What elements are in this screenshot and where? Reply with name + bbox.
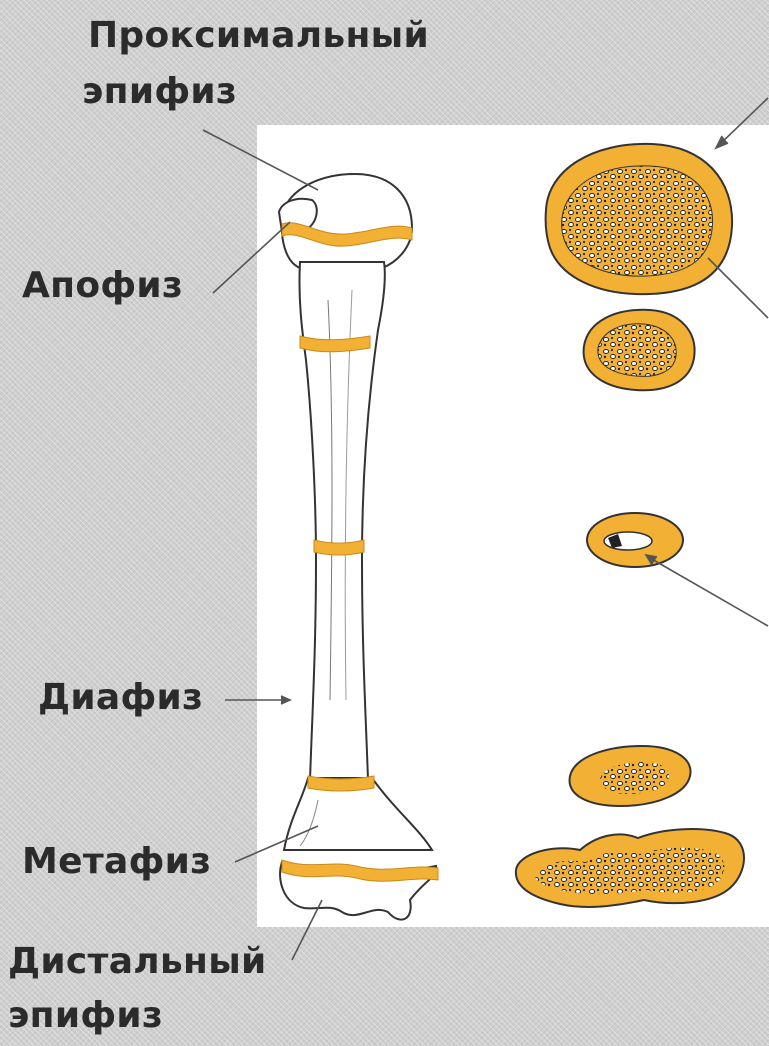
section-diaphysis — [587, 513, 683, 567]
leader-diaphysis-arrowhead — [281, 696, 290, 704]
section-distal-metaphysis — [570, 746, 691, 806]
section-proximal-epiphysis — [546, 144, 732, 294]
label-proximal-epiphysis-line1: Проксимальный — [88, 14, 429, 58]
label-apophysis: Апофиз — [22, 264, 183, 308]
section-metaphysis — [584, 310, 695, 390]
leader-top-right — [718, 98, 768, 146]
section-distal-epiphysis — [516, 829, 744, 907]
label-distal-epiphysis-line1: Дистальный — [8, 940, 267, 984]
leader-apophysis — [213, 222, 290, 293]
leader-lower-right — [650, 558, 768, 626]
label-proximal-epiphysis-line2: эпифиз — [82, 70, 237, 114]
cross-sections — [516, 144, 744, 907]
leader-proximal-epiphysis — [203, 130, 318, 190]
label-diaphysis: Диафиз — [38, 676, 203, 720]
label-metaphysis: Метафиз — [22, 840, 211, 884]
label-distal-epiphysis-line2: эпифиз — [8, 994, 163, 1038]
leader-mid-right — [708, 258, 768, 318]
